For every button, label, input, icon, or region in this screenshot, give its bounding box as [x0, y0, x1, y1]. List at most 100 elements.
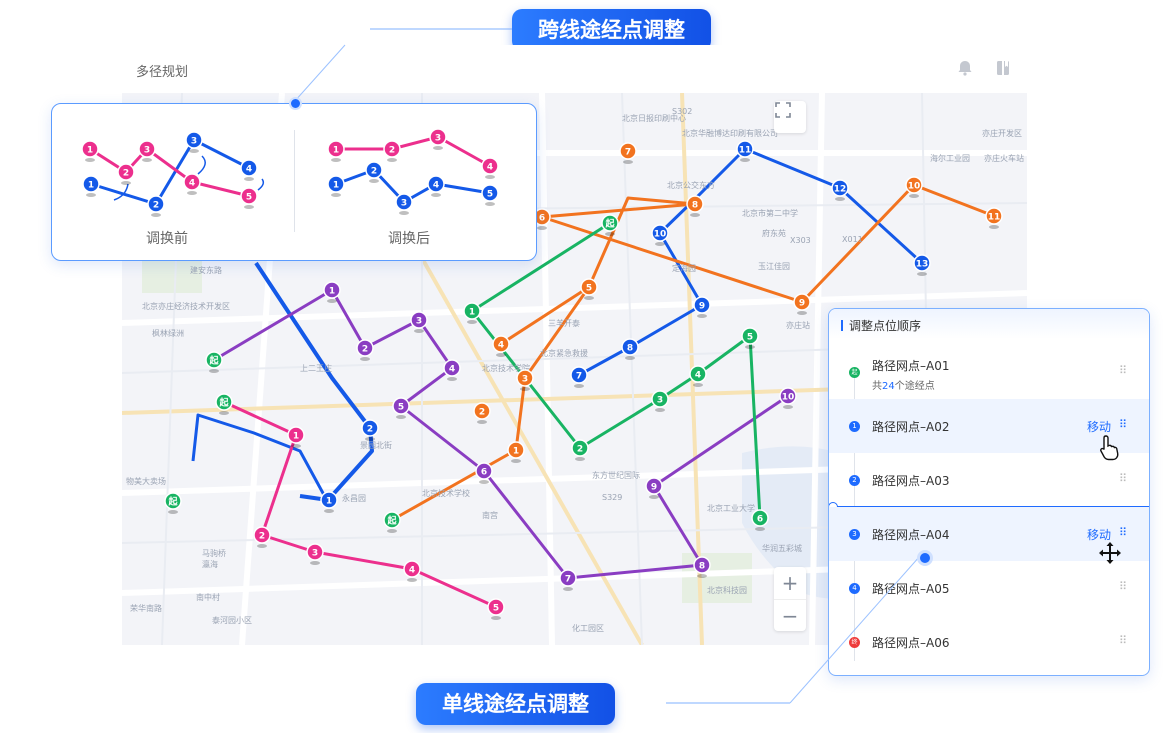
- drag-handle-icon[interactable]: ⠿: [1119, 634, 1127, 647]
- compare-waypoint-marker[interactable]: 3: [138, 140, 156, 162]
- route-waypoint-marker[interactable]: 6: [475, 462, 493, 484]
- route-waypoint-marker[interactable]: 3: [651, 390, 669, 412]
- route-waypoint-marker[interactable]: 7: [559, 569, 577, 591]
- compare-waypoint-marker[interactable]: 1: [327, 175, 345, 197]
- route-waypoint-marker[interactable]: 2: [356, 339, 374, 361]
- svg-text:4: 4: [487, 163, 493, 173]
- compare-waypoint-marker[interactable]: 2: [383, 140, 401, 162]
- route-waypoint-marker[interactable]: 4: [689, 365, 707, 387]
- compare-waypoint-marker[interactable]: 5: [481, 184, 499, 206]
- route-waypoint-marker[interactable]: 13: [913, 254, 931, 276]
- route-waypoint-marker[interactable]: 11: [736, 140, 754, 162]
- drag-handle-icon[interactable]: ⠿: [1119, 472, 1127, 485]
- zoom-in-button[interactable]: +: [774, 567, 806, 600]
- route-waypoint-marker[interactable]: 8: [686, 195, 704, 217]
- route-waypoint-marker[interactable]: 起: [205, 351, 223, 373]
- app-title: 多径规划: [136, 65, 189, 80]
- route-waypoint-marker[interactable]: 9: [693, 296, 711, 318]
- compare-waypoint-marker[interactable]: 1: [327, 140, 345, 162]
- svg-text:8: 8: [692, 201, 698, 211]
- end-marker: 终: [849, 637, 860, 648]
- route-waypoint-marker[interactable]: 8: [693, 556, 711, 578]
- zoom-out-button[interactable]: −: [781, 604, 799, 628]
- route-waypoint-marker[interactable]: 2: [253, 526, 271, 548]
- drag-handle-icon[interactable]: ⠿: [1119, 526, 1127, 539]
- route-waypoint-marker[interactable]: 起: [215, 393, 233, 415]
- map-label: S302: [672, 107, 693, 116]
- route-waypoint-marker[interactable]: 5: [580, 278, 598, 300]
- compare-divider: [294, 130, 295, 232]
- bell-icon[interactable]: [956, 59, 974, 77]
- route-waypoint-marker[interactable]: 1: [287, 426, 305, 448]
- route-waypoint-marker[interactable]: 12: [831, 179, 849, 201]
- route-waypoint-marker[interactable]: 4: [492, 335, 510, 357]
- route-waypoint-marker[interactable]: 起: [164, 492, 182, 514]
- route-waypoint-marker[interactable]: 1: [320, 491, 338, 513]
- waypoint-order-panel: 调整点位顺序 起 路径网点–A01 共24个途经点 ⠿ 1 路径网点–A02 移…: [828, 308, 1150, 676]
- route-waypoint-marker[interactable]: 8: [621, 338, 639, 360]
- waypoint-row[interactable]: 3 路径网点–A04 移动 ⠿: [829, 507, 1149, 561]
- route-waypoint-marker[interactable]: 7: [619, 142, 637, 164]
- map-label: 景园北街: [360, 441, 392, 450]
- route-waypoint-marker[interactable]: 6: [751, 509, 769, 531]
- waypoint-row[interactable]: 1 路径网点–A02 移动 ⠿: [829, 399, 1149, 453]
- move-button[interactable]: 移动: [1087, 420, 1112, 434]
- compare-waypoint-marker[interactable]: 5: [240, 187, 258, 209]
- route-waypoint-marker[interactable]: 11: [985, 207, 1003, 229]
- route-waypoint-marker[interactable]: 5: [392, 397, 410, 419]
- compare-waypoint-marker[interactable]: 3: [395, 193, 413, 215]
- map-label: 东方世纪国际: [592, 471, 640, 480]
- route-waypoint-marker[interactable]: 3: [410, 311, 428, 333]
- compare-waypoint-marker[interactable]: 3: [185, 131, 203, 153]
- compare-waypoint-marker[interactable]: 1: [81, 140, 99, 162]
- drag-handle-icon[interactable]: ⠿: [1119, 418, 1127, 431]
- route-waypoint-marker[interactable]: 10: [779, 387, 797, 409]
- compare-waypoint-marker[interactable]: 2: [147, 195, 165, 217]
- svg-text:1: 1: [469, 308, 475, 318]
- compare-waypoint-marker[interactable]: 2: [117, 163, 135, 185]
- route-waypoint-marker[interactable]: 3: [516, 369, 534, 391]
- compare-waypoint-marker[interactable]: 1: [82, 175, 100, 197]
- waypoint-row[interactable]: 起 路径网点–A01 共24个途经点 ⠿: [829, 345, 1149, 399]
- map-label: 府东苑: [762, 229, 786, 238]
- svg-text:2: 2: [389, 146, 395, 156]
- compare-waypoint-marker[interactable]: 4: [240, 159, 258, 181]
- route-waypoint-marker[interactable]: 1: [507, 441, 525, 463]
- route-waypoint-marker[interactable]: 起: [601, 214, 619, 236]
- route-waypoint-marker[interactable]: 4: [403, 560, 421, 582]
- route-waypoint-marker[interactable]: 3: [306, 543, 324, 565]
- svg-text:1: 1: [326, 497, 332, 507]
- route-waypoint-marker[interactable]: 5: [741, 327, 759, 349]
- route-waypoint-marker[interactable]: 2: [361, 419, 379, 441]
- route-waypoint-marker[interactable]: 4: [443, 359, 461, 381]
- map-label: 上二王庄: [300, 364, 332, 373]
- compare-waypoint-marker[interactable]: 2: [365, 161, 383, 183]
- fullscreen-button[interactable]: [774, 101, 806, 133]
- move-button[interactable]: 移动: [1087, 528, 1112, 542]
- route-waypoint-marker[interactable]: 1: [463, 302, 481, 324]
- compare-waypoint-marker[interactable]: 3: [429, 128, 447, 150]
- compare-waypoint-marker[interactable]: 4: [481, 157, 499, 179]
- route-waypoint-marker[interactable]: 5: [487, 598, 505, 620]
- route-waypoint-marker[interactable]: 9: [793, 293, 811, 315]
- svg-text:9: 9: [651, 483, 657, 493]
- route-waypoint-marker[interactable]: 起: [383, 511, 401, 533]
- route-waypoint-marker[interactable]: 2: [571, 439, 589, 461]
- waypoint-row[interactable]: 终 路径网点–A06 ⠿: [829, 615, 1149, 669]
- waypoint-row[interactable]: 2 路径网点–A03 ⠿: [829, 453, 1149, 507]
- route-waypoint-marker[interactable]: 10: [651, 224, 669, 246]
- svg-text:11: 11: [739, 146, 752, 156]
- book-icon[interactable]: [994, 59, 1012, 77]
- waypoint-row[interactable]: 4 路径网点–A05 ⠿: [829, 561, 1149, 615]
- drag-handle-icon[interactable]: ⠿: [1119, 364, 1127, 377]
- compare-waypoint-marker[interactable]: 4: [183, 173, 201, 195]
- route-waypoint-marker[interactable]: 9: [645, 477, 663, 499]
- route-waypoint-marker[interactable]: 1: [323, 281, 341, 303]
- map-label: 北京紧急救援: [540, 349, 588, 358]
- route-waypoint-marker[interactable]: 7: [570, 366, 588, 388]
- route-waypoint-marker[interactable]: 10: [905, 176, 923, 198]
- drag-handle-icon[interactable]: ⠿: [1119, 580, 1127, 593]
- route-waypoint-marker[interactable]: 2: [473, 402, 491, 424]
- compare-waypoint-marker[interactable]: 4: [427, 175, 445, 197]
